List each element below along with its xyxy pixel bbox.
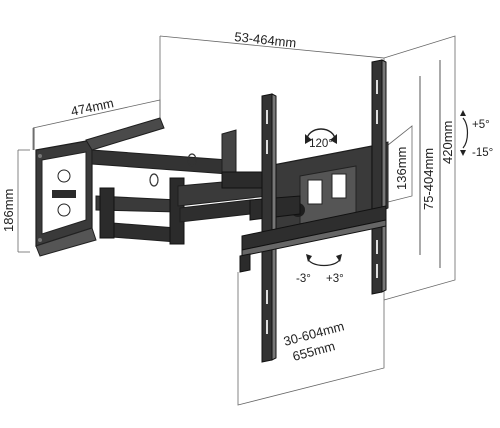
rail-slots bbox=[266, 80, 378, 334]
bottom-crossbar bbox=[239, 205, 387, 273]
tilt-arrow-icon bbox=[462, 117, 469, 149]
top-vesa-width-label: 53-464mm bbox=[234, 29, 297, 50]
swivel-arrow-icon bbox=[306, 128, 336, 141]
swivel-angle-label: 120° bbox=[309, 138, 333, 150]
rotation-arrow-icon bbox=[307, 257, 341, 267]
left-vertical-rail bbox=[261, 93, 277, 363]
arm-length-guide bbox=[32, 99, 161, 129]
tilt-up-label: +5° bbox=[472, 119, 490, 131]
upper-arm bbox=[85, 117, 229, 245]
dimension-lines bbox=[33, 60, 441, 268]
total-height-label: 420mm bbox=[440, 121, 455, 164]
arm-length-label: 474mm bbox=[70, 95, 116, 119]
wall-plate bbox=[35, 139, 97, 257]
right-vertical-rail bbox=[371, 59, 387, 295]
extension-guide bbox=[237, 272, 385, 406]
vesa-height-label: 75-404mm bbox=[421, 148, 436, 210]
swivel-plate-height-label: 136mm bbox=[394, 147, 409, 190]
swivel-plate-guide bbox=[387, 125, 413, 203]
rotation-right-label: +3° bbox=[326, 273, 344, 285]
rotation-indicator: -3° +3° bbox=[296, 254, 344, 285]
tilt-indicator: +5° -15° bbox=[460, 110, 493, 159]
wall-plate-height-label: 186mm bbox=[1, 189, 16, 232]
vesa-height-guide bbox=[383, 35, 456, 301]
middle-arm bbox=[177, 129, 271, 223]
tilt-down-label: -15° bbox=[472, 147, 493, 159]
swivel-indicator: 120° bbox=[305, 128, 337, 150]
rotation-left-label: -3° bbox=[296, 273, 311, 285]
